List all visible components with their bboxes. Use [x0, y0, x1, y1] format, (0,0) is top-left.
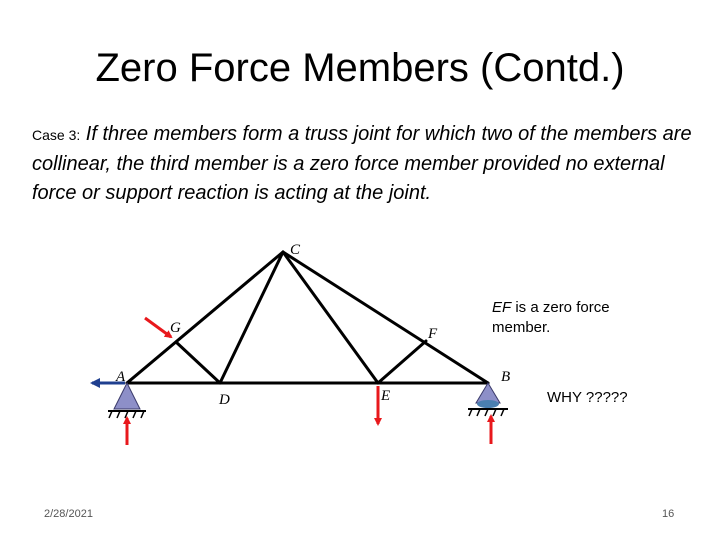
truss-diagram: C G F A B D E: [90, 242, 510, 445]
member-EF: [376, 339, 428, 385]
member-AC: [125, 250, 285, 385]
case-text: If three members form a truss joint for …: [32, 123, 692, 204]
note-member-name: EF: [492, 299, 512, 316]
footer-date: 2/28/2021: [44, 508, 93, 520]
joint-label-G: G: [170, 320, 181, 336]
note-text: is a zero force member.: [492, 299, 610, 336]
joint-label-E: E: [380, 388, 390, 404]
load-arrow-G: [144, 316, 173, 339]
joint-label-F: F: [427, 326, 438, 342]
joint-label-C: C: [290, 242, 301, 258]
truss-members: [125, 250, 490, 385]
joint-label-D: D: [218, 392, 230, 408]
member-CE: [281, 250, 380, 385]
page-number: 16: [662, 508, 675, 520]
pin-support-A: [108, 381, 146, 419]
joint-label-A: A: [115, 369, 126, 385]
why-question: WHY ?????: [547, 389, 628, 406]
roller-support-B: [468, 382, 508, 417]
member-CD: [218, 250, 285, 385]
member-GD: [174, 340, 222, 385]
zero-force-note: EF is a zero force member.: [492, 298, 652, 338]
case-label: Case 3:: [32, 127, 81, 143]
case-description: Case 3: If three members form a truss jo…: [32, 120, 702, 208]
slide-title: Zero Force Members (Contd.): [95, 46, 625, 90]
joint-label-B: B: [501, 369, 510, 385]
member-CB: [281, 250, 490, 385]
